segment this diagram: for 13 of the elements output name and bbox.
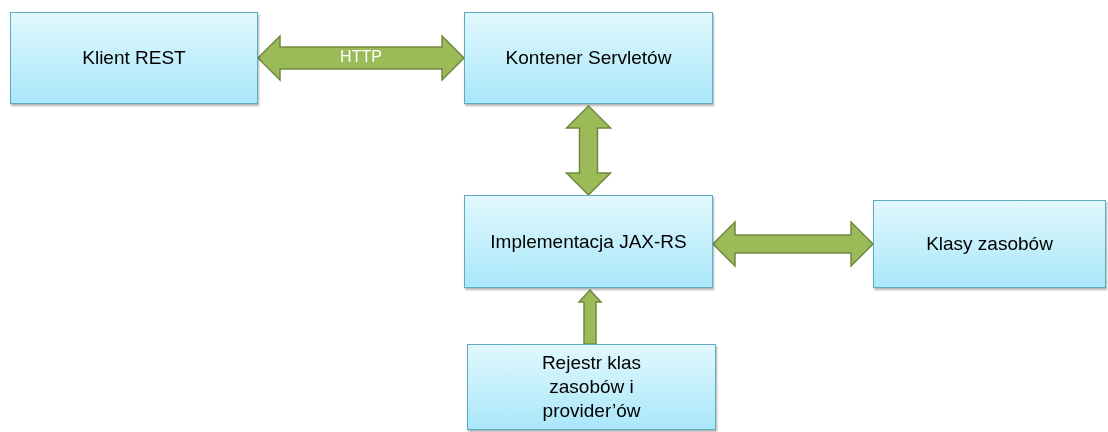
process-box [10, 12, 258, 104]
node-label: Rejestr klas zasobów i provider’ów [540, 351, 643, 423]
arrow [577, 288, 603, 345]
node-label: Klient REST [82, 46, 186, 70]
process-box [464, 195, 713, 288]
process-box [464, 12, 713, 104]
node-label: Klasy zasobów [926, 232, 1053, 256]
double-arrow [711, 220, 875, 268]
node-label: Implementacja JAX-RS [490, 229, 687, 254]
process-box [467, 344, 716, 430]
process-box [873, 200, 1106, 288]
node-label: Kontener Servletów [505, 46, 672, 70]
double-arrow [564, 104, 613, 197]
